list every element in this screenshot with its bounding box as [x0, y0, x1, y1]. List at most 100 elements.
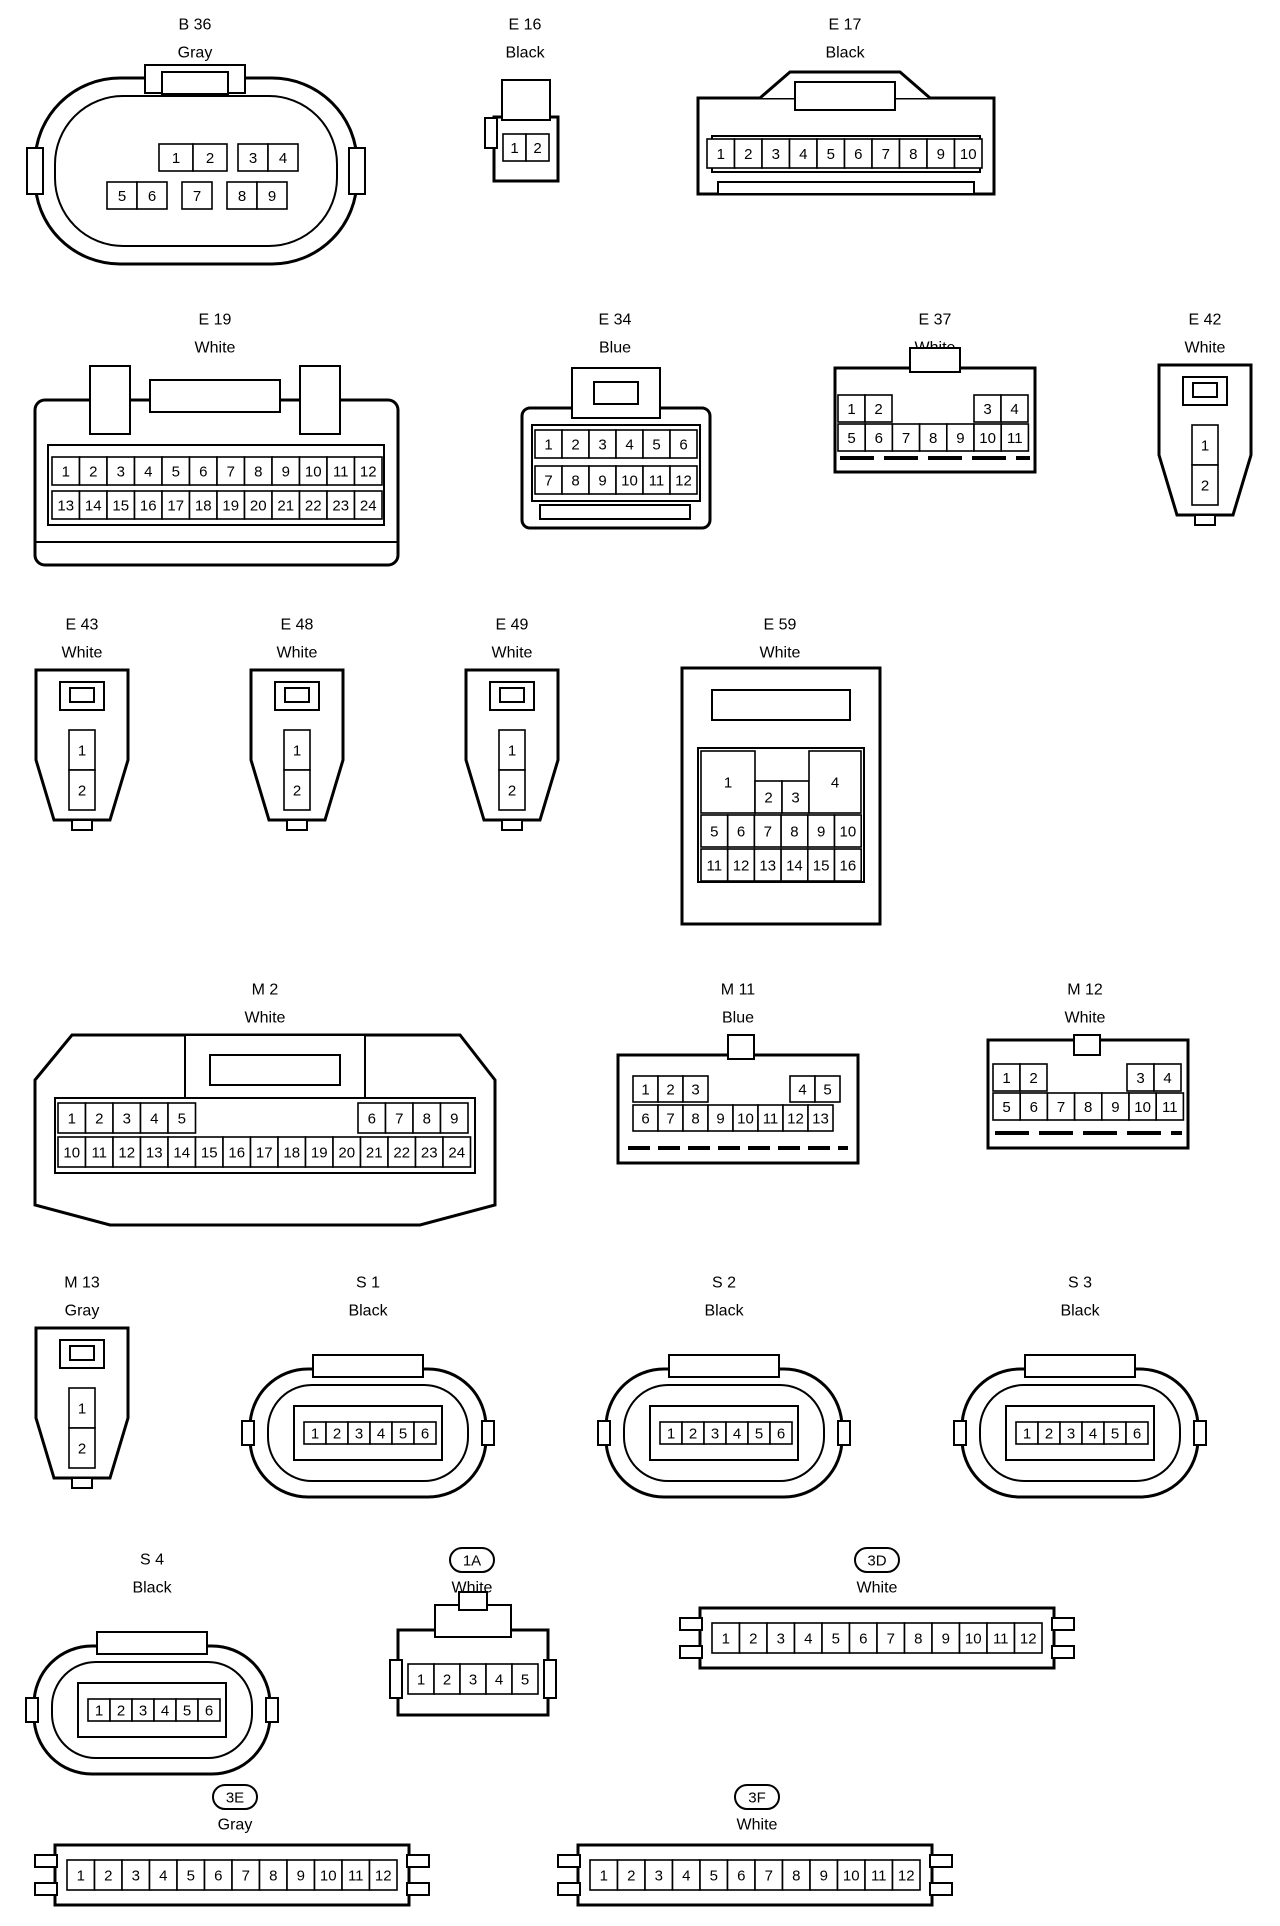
pin-number: 3: [139, 1703, 147, 1720]
pin-number: 4: [1010, 401, 1018, 418]
pin-number: 2: [744, 146, 752, 163]
pin-cavity: [588, 465, 617, 495]
pin-cavity: [525, 133, 550, 162]
pin-cavity: [793, 1622, 823, 1654]
pin-number: 21: [277, 498, 294, 515]
pin-cavity: [682, 1075, 709, 1103]
pin-number: 14: [173, 1145, 190, 1162]
pin-cavity: [616, 1859, 646, 1891]
pin-number: 1: [1201, 438, 1209, 455]
pin-number: 18: [283, 1145, 300, 1162]
pin-cavity: [51, 490, 81, 520]
pin-cavity: [726, 1859, 756, 1891]
pin-number: 8: [269, 1868, 277, 1885]
lock-rail: [717, 181, 975, 195]
pin-number: 5: [521, 1672, 529, 1689]
pin-cavity: [267, 143, 299, 172]
pin-cavity: [68, 1387, 96, 1429]
pin-number: 7: [887, 1631, 895, 1648]
pin-number: 2: [78, 1441, 86, 1458]
connector-color: Gray: [65, 1303, 100, 1320]
pin-number: 11: [1162, 1099, 1178, 1116]
pin-number: 12: [898, 1868, 915, 1885]
pin-number: 1: [293, 743, 301, 760]
pin-number: 5: [832, 1631, 840, 1648]
pin-cavity: [68, 769, 96, 811]
pin-number: 2: [533, 140, 541, 157]
pin-number: 9: [820, 1868, 828, 1885]
pin-cavity: [833, 848, 863, 882]
pin-number: 11: [763, 1111, 779, 1128]
connector-color: White: [492, 645, 533, 662]
connector-color: Black: [505, 45, 545, 62]
pin-cavity: [864, 423, 894, 452]
pin-cavity: [1155, 1092, 1185, 1121]
pin-cavity: [1153, 1063, 1182, 1092]
pin-number: 17: [256, 1145, 273, 1162]
pin-number: 1: [641, 1082, 649, 1099]
connector-id: E 19: [199, 312, 232, 329]
pin-cavity: [644, 1859, 674, 1891]
pin-cavity: [412, 1102, 442, 1134]
pin-number: 5: [847, 430, 855, 447]
pin-cavity: [669, 429, 698, 459]
latch: [161, 71, 229, 95]
connector-id: E 16: [509, 17, 542, 34]
pin-cavity: [271, 490, 301, 520]
pin-cavity: [414, 1136, 444, 1168]
latch: [499, 687, 525, 703]
pin-number: 2: [293, 783, 301, 800]
side-tab: [1051, 1617, 1075, 1631]
pin-cavity: [782, 1104, 809, 1132]
pin-cavity: [864, 1859, 894, 1891]
pin-cavity: [642, 465, 671, 495]
pin-number: 6: [421, 1426, 429, 1443]
pin-cavity: [384, 1102, 414, 1134]
latch: [1192, 382, 1218, 398]
pin-number: 1: [544, 437, 552, 454]
pin-number: 1: [77, 1868, 85, 1885]
tip: [1194, 514, 1216, 526]
pin-number: 13: [812, 1111, 829, 1128]
pin-cavity: [511, 1663, 539, 1695]
connector-id: 3E: [226, 1790, 244, 1807]
pin-number: 10: [840, 824, 857, 841]
pin-number: 5: [827, 146, 835, 163]
pin-cavity: [814, 1075, 841, 1103]
pin-number: 10: [960, 146, 977, 163]
pin-number: 1: [724, 775, 732, 792]
pin-number: 7: [1057, 1099, 1065, 1116]
pin-cavity: [286, 1859, 316, 1891]
pin-number: 6: [1133, 1426, 1141, 1443]
side-tab: [557, 1882, 581, 1896]
latch: [59, 1339, 105, 1369]
pin-number: 3: [598, 437, 606, 454]
pin-number: 4: [150, 1111, 158, 1128]
pin-number: 1: [172, 150, 180, 167]
connector-id: S 3: [1068, 1275, 1092, 1292]
side-tab: [837, 1420, 851, 1446]
pin-cavity: [313, 1859, 343, 1891]
pin-cavity: [837, 394, 866, 423]
pin-cavity: [188, 456, 218, 486]
pin-number: 5: [172, 464, 180, 481]
pin-cavity: [986, 1622, 1016, 1654]
connector-color: White: [1065, 1010, 1106, 1027]
connector-id-badge: [212, 1784, 258, 1810]
pin-cavity: [833, 814, 863, 848]
pin-number: 4: [279, 150, 287, 167]
pin-number: 3: [469, 1672, 477, 1689]
pin-number: 1: [311, 1426, 319, 1443]
side-tab: [484, 117, 498, 149]
pin-cavity: [341, 1859, 371, 1891]
pin-number: 12: [375, 1868, 392, 1885]
pin-cavity: [78, 490, 108, 520]
pin-number: 3: [772, 146, 780, 163]
pin-cavity: [256, 181, 288, 210]
pin-cavity: [671, 1859, 701, 1891]
side-tab: [1051, 1645, 1075, 1659]
side-tab: [929, 1854, 953, 1868]
side-tab: [265, 1697, 279, 1723]
pin-number: 8: [423, 1111, 431, 1128]
